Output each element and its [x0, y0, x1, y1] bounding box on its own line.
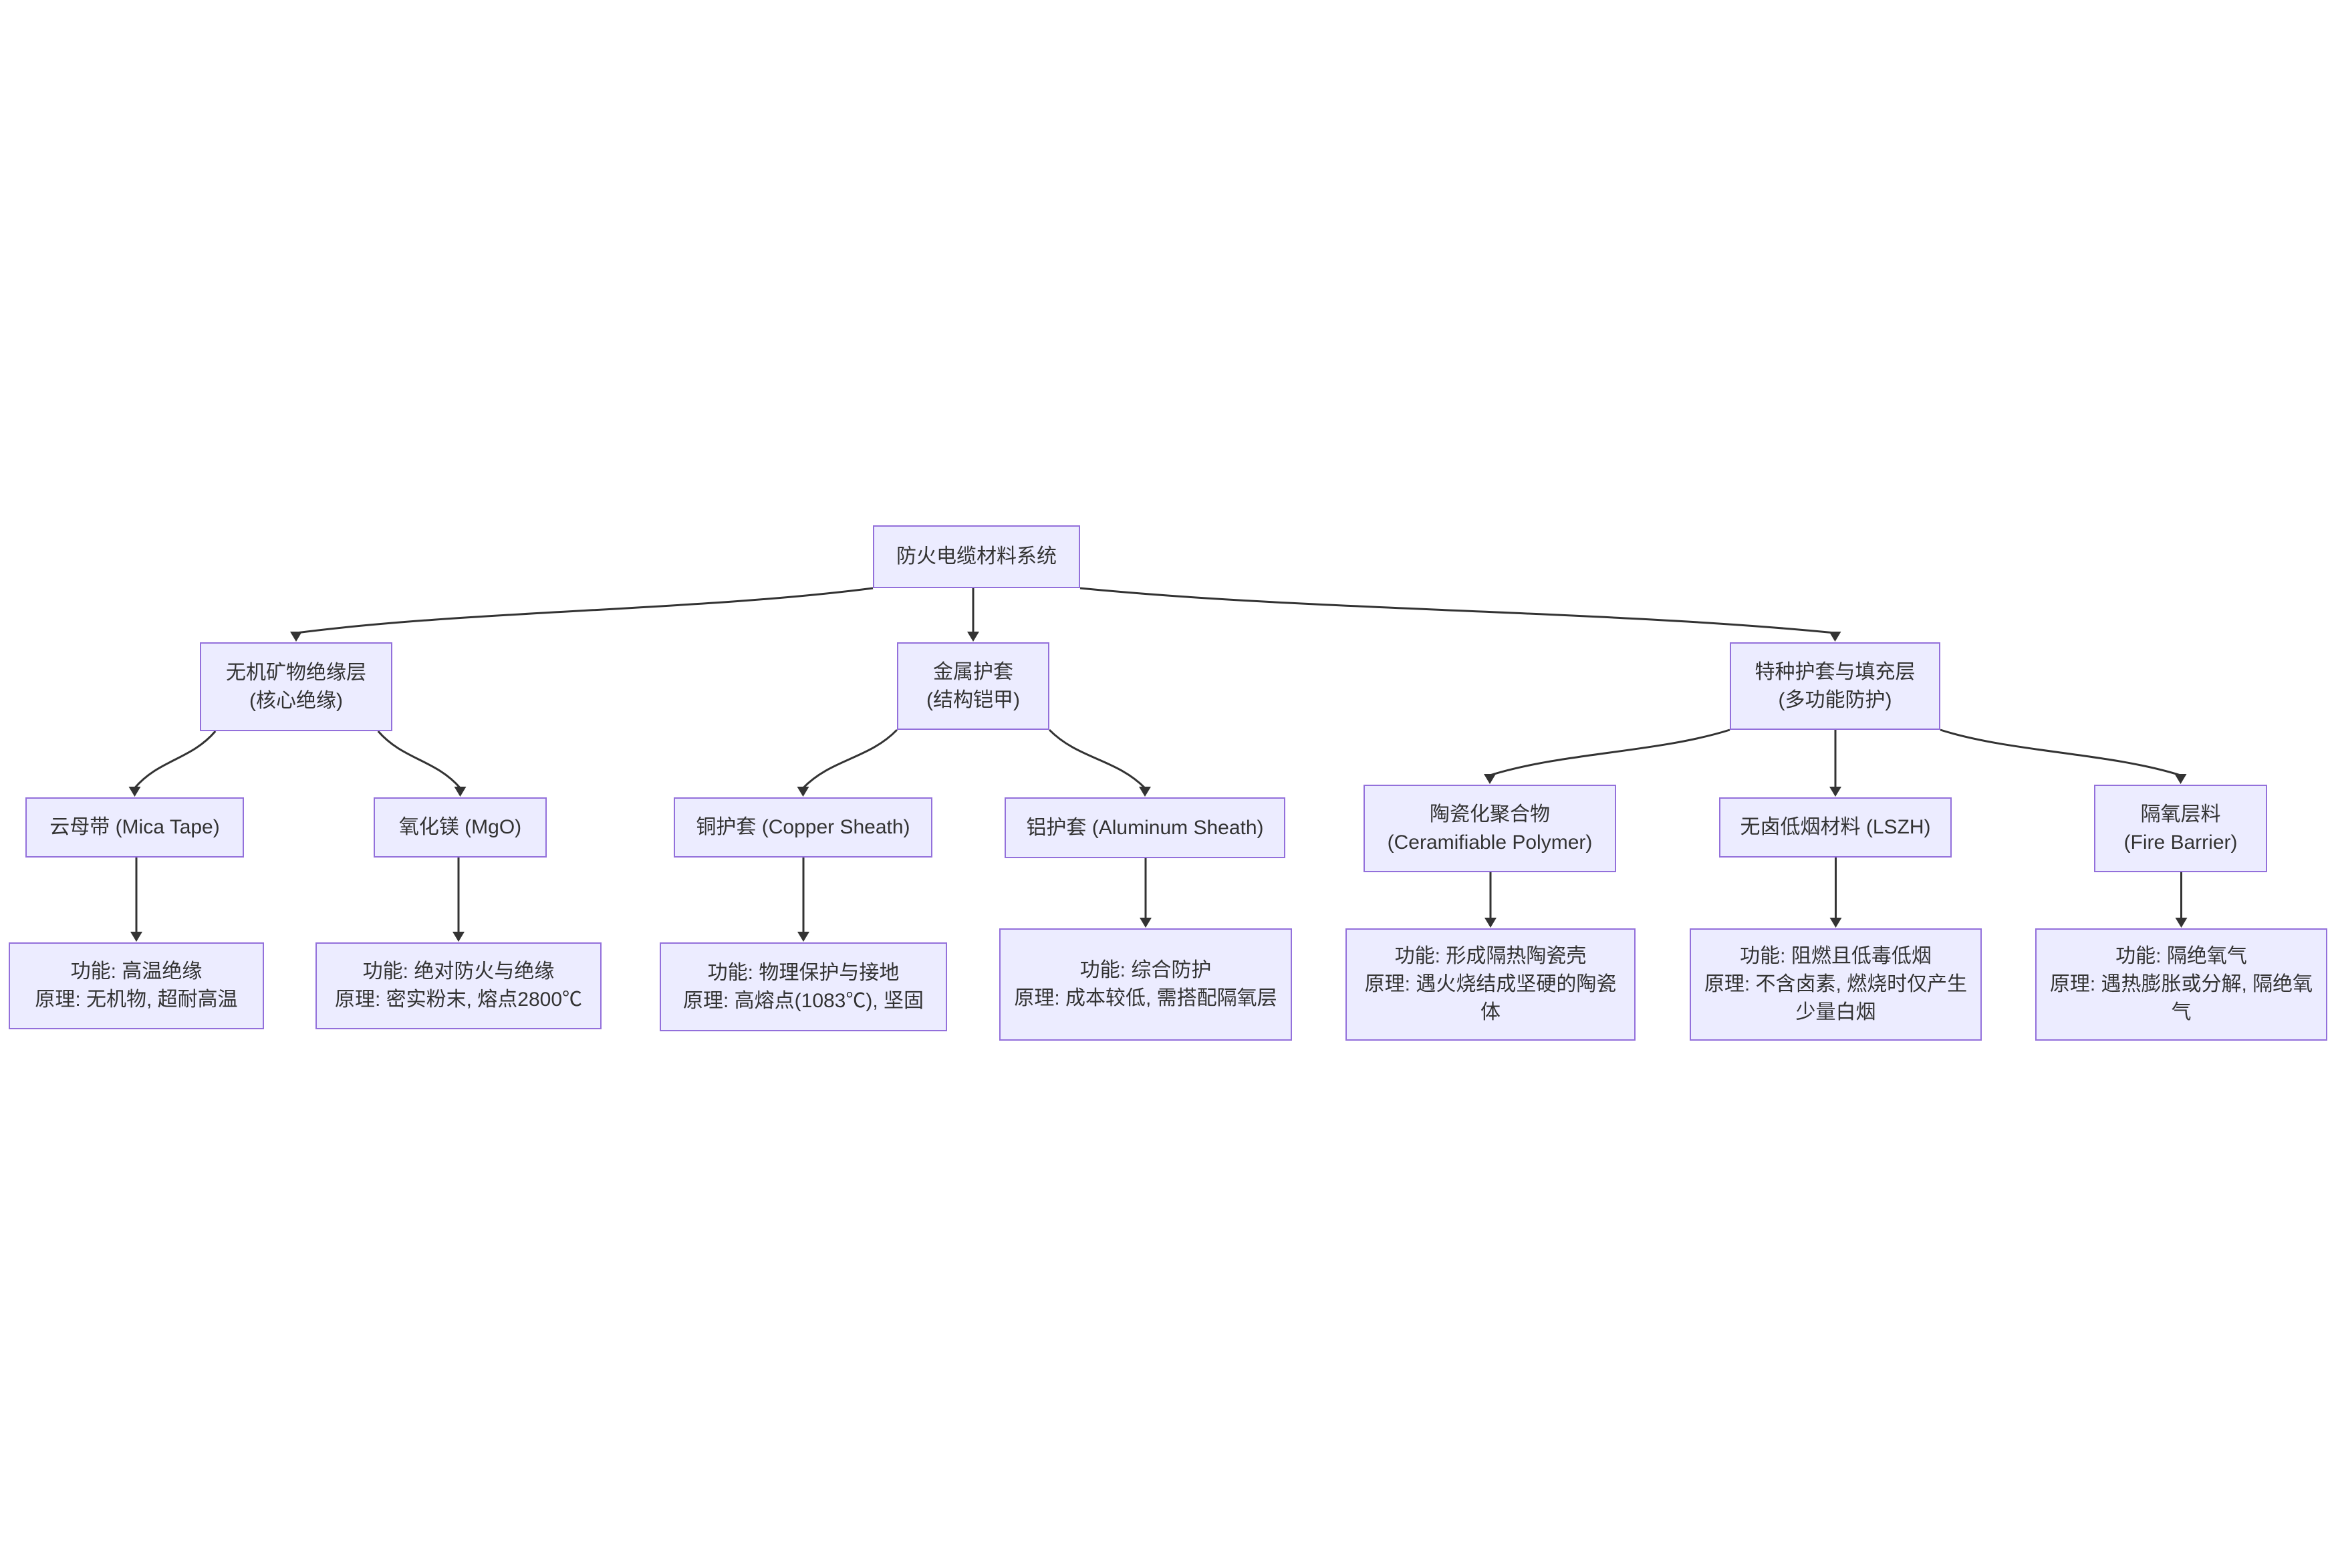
node-fire-barrier: 隔氧层料 (Fire Barrier)	[2094, 785, 2267, 872]
node-label-line: 隔氧层料	[2140, 803, 2221, 825]
node-label-line: 防火电缆材料系统	[896, 545, 1057, 567]
node-copper-sheath-detail: 功能: 物理保护与接地 原理: 高熔点(1083℃), 坚固	[660, 942, 947, 1031]
node-lszh: 无卤低烟材料 (LSZH)	[1719, 797, 1952, 858]
node-special-sheath-filling: 特种护套与填充层 (多功能防护)	[1730, 642, 1940, 730]
node-label-line: (Fire Barrier)	[2123, 831, 2238, 854]
node-label-line: 云母带 (Mica Tape)	[49, 816, 220, 838]
node-label-line: 无机矿物绝缘层	[226, 661, 366, 684]
node-aluminum-sheath-detail: 功能: 综合防护 原理: 成本较低, 需搭配隔氧层	[999, 928, 1292, 1041]
node-label-line: (结构铠甲)	[926, 688, 1020, 711]
node-label-line: (Ceramifiable Polymer)	[1387, 831, 1593, 854]
node-label-line: 功能: 物理保护与接地	[707, 961, 900, 984]
node-label-line: 金属护套	[933, 660, 1013, 683]
node-label-line: 原理: 成本较低, 需搭配隔氧层	[1014, 987, 1277, 1009]
node-lszh-detail: 功能: 阻燃且低毒低烟 原理: 不含卤素, 燃烧时仅产生少量白烟	[1690, 928, 1982, 1041]
node-label-line: 功能: 综合防护	[1079, 959, 1212, 981]
node-label-line: 原理: 遇火烧结成坚硬的陶瓷体	[1364, 973, 1617, 1023]
node-label-line: 原理: 无机物, 超耐高温	[35, 989, 238, 1011]
node-label-line: 铜护套 (Copper Sheath)	[696, 816, 910, 838]
node-label-line: 原理: 不含卤素, 燃烧时仅产生少量白烟	[1704, 973, 1968, 1023]
node-mgo-detail: 功能: 绝对防火与绝缘 原理: 密实粉末, 熔点2800℃	[315, 942, 602, 1029]
node-label-line: (多功能防护)	[1778, 688, 1892, 711]
node-ceramifiable-polymer: 陶瓷化聚合物 (Ceramifiable Polymer)	[1364, 785, 1616, 872]
node-label-line: 功能: 高温绝缘	[70, 960, 203, 983]
node-label-line: 特种护套与填充层	[1755, 660, 1916, 683]
node-aluminum-sheath: 铝护套 (Aluminum Sheath)	[1005, 797, 1285, 858]
node-label-line: 功能: 形成隔热陶瓷壳	[1394, 945, 1587, 967]
node-inorganic-insulation-layer: 无机矿物绝缘层 (核心绝缘)	[200, 642, 392, 731]
node-label-line: 氧化镁 (MgO)	[398, 816, 522, 838]
node-fire-barrier-detail: 功能: 隔绝氧气 原理: 遇热膨胀或分解, 隔绝氧气	[2035, 928, 2327, 1041]
node-ceramifiable-polymer-detail: 功能: 形成隔热陶瓷壳 原理: 遇火烧结成坚硬的陶瓷体	[1345, 928, 1636, 1041]
node-copper-sheath: 铜护套 (Copper Sheath)	[674, 797, 932, 858]
node-label-line: 功能: 隔绝氧气	[2115, 945, 2247, 967]
node-metal-sheath: 金属护套 (结构铠甲)	[897, 642, 1049, 730]
node-label-line: 无卤低烟材料 (LSZH)	[1740, 816, 1931, 838]
node-label-line: (核心绝缘)	[249, 689, 343, 712]
node-label-line: 铝护套 (Aluminum Sheath)	[1026, 816, 1264, 839]
node-label-line: 功能: 阻燃且低毒低烟	[1740, 945, 1932, 967]
node-label-line: 原理: 密实粉末, 熔点2800℃	[334, 989, 583, 1011]
node-label-line: 原理: 高熔点(1083℃), 坚固	[682, 989, 924, 1012]
node-label-line: 功能: 绝对防火与绝缘	[362, 960, 555, 983]
node-fire-cable-material-system: 防火电缆材料系统	[873, 525, 1080, 588]
node-mica-tape-detail: 功能: 高温绝缘 原理: 无机物, 超耐高温	[9, 942, 264, 1029]
node-label-line: 原理: 遇热膨胀或分解, 隔绝氧气	[2049, 973, 2313, 1023]
node-mica-tape: 云母带 (Mica Tape)	[25, 797, 244, 858]
node-mgo: 氧化镁 (MgO)	[374, 797, 547, 858]
node-label-line: 陶瓷化聚合物	[1430, 803, 1550, 825]
